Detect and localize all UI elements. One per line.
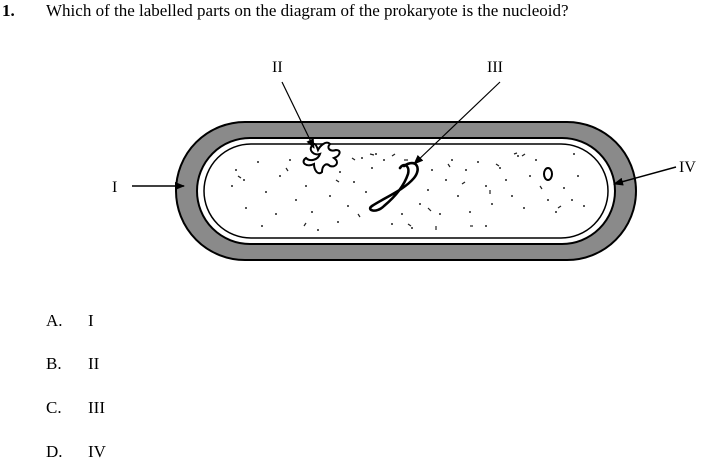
arrow-iii [413, 81, 501, 165]
cytoplasm-dashes [237, 152, 562, 230]
option-b[interactable]: B. II [46, 354, 99, 374]
option-c-letter: C. [46, 398, 62, 417]
label-iii: III [487, 59, 503, 76]
cytoplasm-dots [231, 153, 585, 231]
option-c-text: III [88, 398, 105, 417]
structure-ii [302, 141, 341, 175]
arrow-ii [281, 81, 315, 149]
option-a[interactable]: A. I [46, 311, 94, 331]
option-b-letter: B. [46, 354, 62, 373]
option-d-text: IV [88, 442, 106, 461]
question-text: Which of the labelled parts on the diagr… [46, 1, 569, 20]
option-a-letter: A. [46, 311, 63, 330]
structure-iii [368, 161, 419, 212]
arrow-iv [613, 166, 677, 186]
option-d[interactable]: D. IV [46, 442, 106, 462]
option-a-text: I [88, 311, 94, 330]
option-c[interactable]: C. III [46, 398, 105, 418]
plasma-membrane [203, 143, 609, 239]
plasmid [543, 167, 553, 181]
label-ii: II [272, 59, 283, 76]
prokaryote-diagram: I II III IV [112, 59, 696, 261]
label-iv: IV [679, 159, 696, 176]
question-number: 1. [2, 1, 15, 20]
option-b-text: II [88, 354, 100, 373]
label-i: I [112, 179, 117, 196]
option-d-letter: D. [46, 442, 63, 461]
